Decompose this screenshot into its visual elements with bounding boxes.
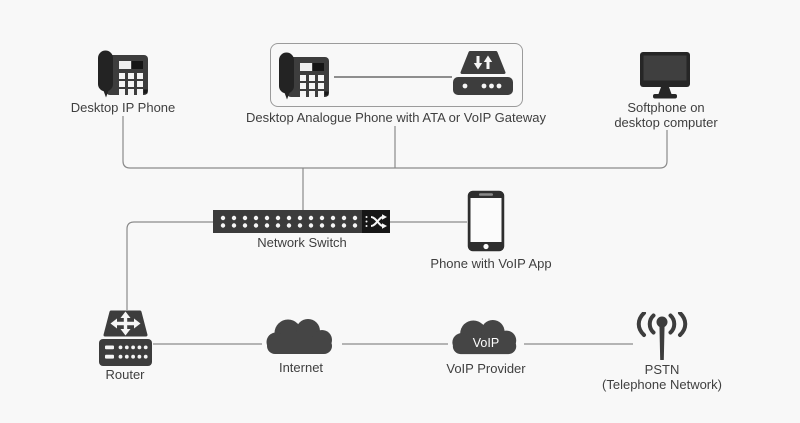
softphone-label: Softphone on desktop computer <box>614 100 717 130</box>
desktop-monitor-icon <box>640 52 690 99</box>
ip-phone-label: Desktop IP Phone <box>70 100 176 115</box>
analogue-group-label: Desktop Analogue Phone with ATA or VoIP … <box>246 110 546 125</box>
desk-phone-icon <box>98 50 148 98</box>
network-switch-icon <box>213 210 390 233</box>
voip-cloud-text: VoIP <box>472 336 500 350</box>
analogue-phone-ata-group-box <box>270 43 523 107</box>
switch-to-router-line <box>126 221 213 310</box>
router-label: Router <box>105 367 145 382</box>
desk-phone-icon <box>279 52 329 100</box>
app-phone-label: Phone with VoIP App <box>430 256 552 271</box>
softphone-label-line2: desktop computer <box>614 115 718 130</box>
smartphone-icon <box>467 190 505 252</box>
network-switch-label: Network Switch <box>257 235 347 250</box>
pstn-label-line2: (Telephone Network) <box>602 377 722 392</box>
router-icon <box>99 310 152 366</box>
pstn-label-line1: PSTN <box>644 362 680 377</box>
pstn-label: PSTN (Telephone Network) <box>602 362 722 392</box>
cloud-icon <box>452 319 517 355</box>
softphone-label-line1: Softphone on <box>627 100 705 115</box>
voip-provider-label: VoIP Provider <box>446 361 526 376</box>
cloud-icon <box>266 319 332 354</box>
ata-gateway-icon <box>453 51 513 95</box>
antenna-icon <box>636 312 688 360</box>
internet-label: Internet <box>278 360 324 375</box>
